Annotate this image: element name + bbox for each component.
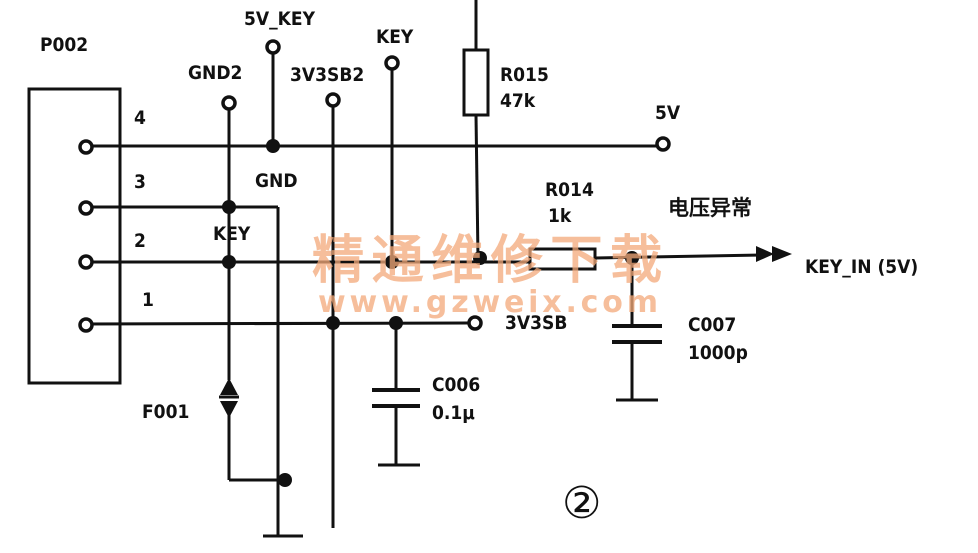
net-label-gnd2: GND2	[188, 62, 242, 84]
capacitor-c007	[612, 324, 662, 344]
c007-ref: C007	[688, 314, 736, 336]
c006-value: 0.1μ	[432, 402, 475, 424]
voltage-abnormal-annotation: 电压异常	[668, 196, 752, 220]
c006-ref: C006	[432, 374, 480, 396]
terminal-pins	[78, 39, 671, 333]
output-arrow-icon	[756, 246, 792, 262]
junction-dots	[222, 139, 639, 487]
connector-p002-body	[27, 87, 122, 385]
capacitor-c006	[372, 388, 420, 408]
net-label-key-in: KEY_IN (5V)	[805, 256, 918, 278]
c007-value: 1000p	[688, 342, 748, 364]
pin-number-3: 3	[134, 171, 146, 193]
r014-value: 1k	[548, 205, 572, 227]
net-label-key-top: KEY	[376, 26, 414, 48]
watermark-url: www.gzweix.com	[318, 285, 658, 320]
net-label-3v3sb: 3V3SB	[505, 312, 567, 334]
net-label-3v3sb2: 3V3SB2	[290, 64, 364, 86]
r015-value: 47k	[500, 90, 536, 112]
net-label-5v: 5V	[655, 102, 681, 124]
connector-label: P002	[40, 34, 88, 56]
resistor-r015	[462, 48, 490, 117]
pin-number-1: 1	[142, 289, 154, 311]
f001-ref: F001	[142, 401, 189, 423]
r014-ref: R014	[545, 179, 594, 201]
pin-number-4: 4	[134, 107, 146, 129]
r015-ref: R015	[500, 64, 549, 86]
net-label-gnd: GND	[255, 170, 298, 192]
pin-number-2: 2	[134, 230, 146, 252]
wires	[85, 0, 763, 535]
figure-number: ②	[562, 478, 601, 529]
resistor-r014	[528, 247, 597, 271]
net-label-5v-key: 5V_KEY	[244, 8, 316, 30]
net-label-key-mid: KEY	[213, 223, 251, 245]
fuse-f001	[219, 378, 239, 418]
